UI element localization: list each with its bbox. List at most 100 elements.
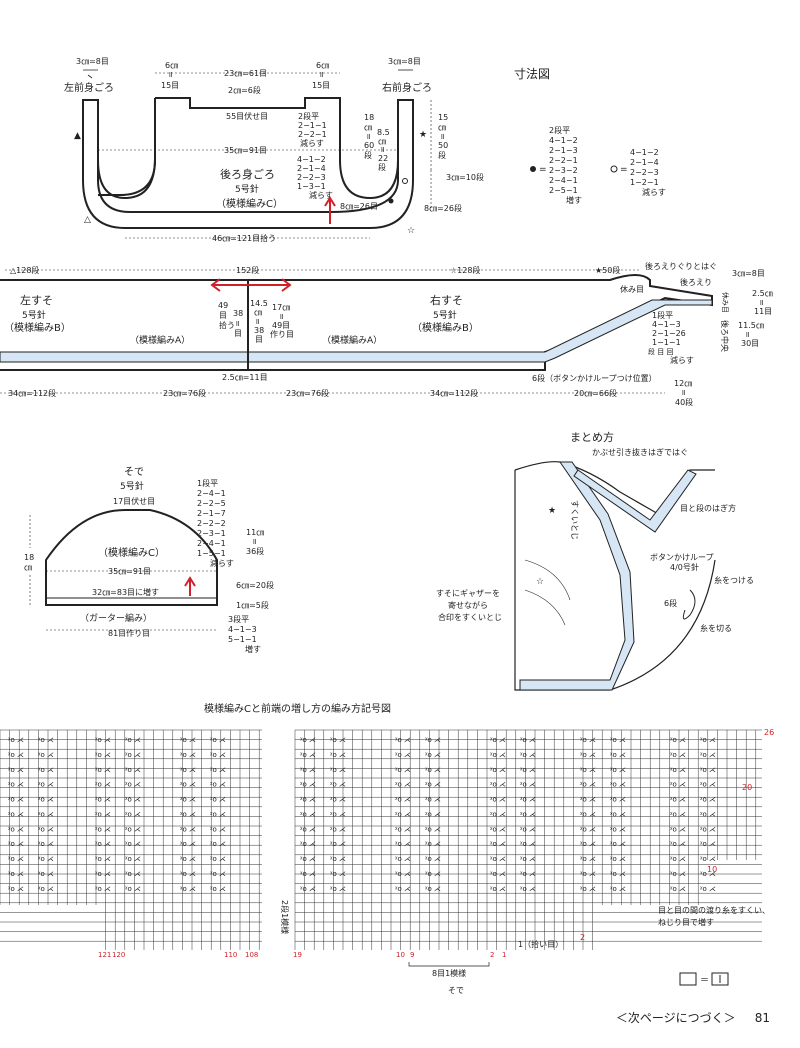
stitch-symbol: ᵡo ⋌ [670, 810, 686, 818]
legend-dot-b: 4−1−2 [549, 136, 578, 145]
stitch-symbol: ᵡo ⋌ [610, 885, 626, 893]
gather-b: 寄せながら [448, 600, 488, 610]
back-neckline [98, 100, 156, 196]
size-chart-title: 寸法図 [514, 67, 550, 81]
stitch-symbol: ᵡo ⋌ [610, 810, 626, 818]
stitch-symbol: ᵡo ⋌ [210, 855, 226, 863]
legend-dot-f: 2−4−1 [549, 176, 578, 185]
stitch-symbol: ᵡo ⋌ [670, 870, 686, 878]
stitch-symbol: ᵡo ⋌ [210, 796, 226, 804]
stitch-symbol: ᵡo ⋌ [580, 870, 596, 878]
sleeve-h11b: 36段 [246, 546, 264, 556]
stitch-symbol: ᵡo ⋌ [700, 885, 716, 893]
tie-label: 糸をつける [714, 575, 754, 585]
stitch-symbol: ᵡo ⋌ [210, 766, 226, 774]
right-skirt-title: 右すそ [430, 293, 463, 307]
col-2: 2 [490, 951, 494, 959]
v18-b: ㎝ [364, 123, 372, 132]
stitch-symbol: ᵡo ⋌ [95, 766, 111, 774]
right-12b: 40段 [675, 397, 693, 407]
stitch-symbol: ᵡo ⋌ [210, 825, 226, 833]
skirt-rows-152: 152段 [236, 265, 259, 275]
stitch-symbol: ᵡo ⋌ [580, 736, 596, 744]
note-b: ねじり目で増す [658, 917, 714, 927]
stitch-symbol: ᵡo ⋌ [300, 781, 316, 789]
repeat-h-bracket [408, 962, 490, 967]
legend-ring-a: 4−1−2 [630, 148, 659, 157]
v17-eq: ॥ [279, 312, 284, 321]
stitch-symbol: ᵡo ⋌ [330, 810, 346, 818]
stitch-symbol: ᵡo ⋌ [520, 840, 536, 848]
stitch-symbol: ᵡo ⋌ [95, 796, 111, 804]
legend-dot-d: 2−2−1 [549, 156, 578, 165]
stitch-symbol: ᵡo ⋌ [180, 810, 196, 818]
neck-depth: 2㎝=6段 [228, 85, 261, 95]
inc-a: 1段平 [652, 310, 673, 320]
bottom-8: 8㎝=26目 [340, 202, 378, 211]
sleeve-red-arrow [184, 576, 196, 596]
stitch-symbol: ᵡo ⋌ [490, 885, 506, 893]
v38-a: 38 [233, 309, 243, 318]
stitch-symbol: ᵡo ⋌ [490, 870, 506, 878]
stitch-symbol: ᵡo ⋌ [125, 840, 141, 848]
loop-position: 6段（ボタンかけループつけ位置） [532, 373, 657, 383]
stitch-symbol: ᵡo ⋌ [520, 870, 536, 878]
stitch-symbol: ᵡo ⋌ [125, 766, 141, 774]
stitch-symbol: ᵡo ⋌ [490, 855, 506, 863]
stitch-symbol: ᵡo ⋌ [395, 870, 411, 878]
v15-eq: ॥ [440, 132, 445, 141]
stitch-symbol: ᵡo ⋌ [210, 885, 226, 893]
stitch-symbol: ᵡo ⋌ [330, 766, 346, 774]
stitch-symbol: ᵡo ⋌ [180, 766, 196, 774]
stitch-symbol: ᵡo ⋌ [38, 840, 54, 848]
stitch-symbol: ᵡo ⋌ [300, 766, 316, 774]
sleeve-title: そで [124, 466, 144, 478]
v18-a: 18 [364, 113, 374, 122]
right-front-label: 右前身ごろ [382, 81, 432, 94]
stitch-symbol: ᵡo ⋌ [210, 870, 226, 878]
v85-b: ㎝ [378, 137, 386, 146]
legend-dot [530, 166, 536, 172]
shoulder-left-cm: 6㎝ [165, 61, 178, 70]
stitch-symbol: ᵡo ⋌ [700, 796, 716, 804]
bottom-25: 2.5㎝=11目 [222, 373, 268, 382]
stitch-symbol: ᵡo ⋌ [610, 781, 626, 789]
pick49-a: 49 [218, 301, 228, 310]
bottom-46: 46㎝=121目拾う [212, 233, 276, 243]
stitch-symbol: ᵡo ⋌ [425, 810, 441, 818]
stitch-symbol: ᵡo ⋌ [330, 751, 346, 759]
stitch-symbol: ᵡo ⋌ [490, 840, 506, 848]
page-number: 81 [754, 1011, 770, 1025]
left-skirt-pattern: （模様編みB） [4, 321, 71, 334]
legend-ring-c: 2−2−3 [630, 168, 659, 177]
legend-ring-b: 2−1−4 [630, 158, 659, 167]
inc-f: 減らす [670, 355, 694, 365]
cap-h: 1−5−1 [197, 549, 226, 558]
v38-eq: ॥ [235, 319, 240, 328]
stitch-symbol: ᵡo ⋌ [38, 751, 54, 759]
left-front-label: 左前身ごろ [64, 81, 114, 94]
stitch-symbol: ᵡo ⋌ [425, 840, 441, 848]
top-right-width: 3㎝=8目 [388, 57, 421, 66]
red-arrow [324, 196, 336, 224]
stitch-symbol: ᵡo ⋌ [580, 766, 596, 774]
stitch-symbol: ᵡo ⋌ [38, 855, 54, 863]
stitch-symbol: ᵡo ⋌ [580, 751, 596, 759]
stitch-symbol: ᵡo ⋌ [300, 736, 316, 744]
cap-e: 2−2−2 [197, 519, 226, 528]
stitch-symbol: ᵡo ⋌ [395, 840, 411, 848]
cut-label: 糸を切る [700, 623, 732, 633]
stitch-symbol: ᵡo ⋌ [520, 781, 536, 789]
stitch-symbol: ᵡo ⋌ [670, 885, 686, 893]
stitch-symbol: ᵡo ⋌ [38, 885, 54, 893]
right-12-eq: ॥ [681, 388, 686, 397]
stitch-symbol: ᵡo ⋌ [610, 751, 626, 759]
front-band [519, 461, 635, 691]
note-a: 目と目の間の渡り糸をすくい、 [658, 905, 770, 915]
stitch-symbol: ᵡo ⋌ [125, 870, 141, 878]
stitch-symbol: ᵡo ⋌ [395, 810, 411, 818]
shoulder-right-cm: 6㎝ [316, 61, 329, 70]
skirt-band [0, 299, 713, 363]
right-115b: 30目 [741, 339, 759, 348]
stitch-symbol: ᵡo ⋌ [8, 825, 24, 833]
